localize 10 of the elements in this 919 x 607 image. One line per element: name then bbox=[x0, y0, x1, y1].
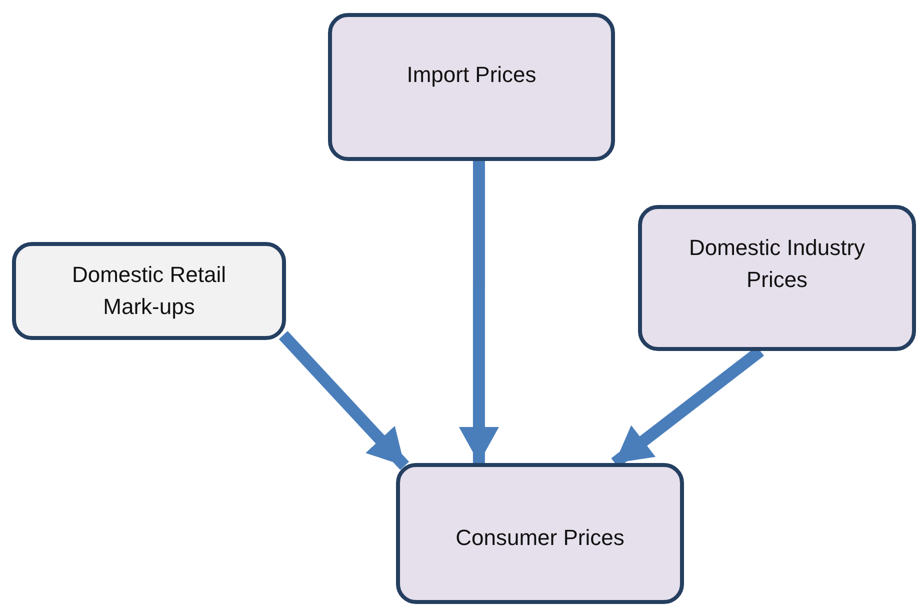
box-label: Consumer Prices bbox=[456, 524, 624, 552]
box-label: Import Prices bbox=[406, 61, 536, 90]
process-box bbox=[328, 13, 615, 161]
process-box bbox=[638, 205, 916, 351]
arrow bbox=[278, 331, 410, 470]
process-box bbox=[12, 242, 286, 340]
process-box bbox=[396, 463, 684, 604]
box-label: Domestic Retail Mark-ups bbox=[70, 261, 228, 321]
box-label: Domestic Industry Prices bbox=[688, 234, 866, 294]
arrow bbox=[458, 161, 499, 463]
